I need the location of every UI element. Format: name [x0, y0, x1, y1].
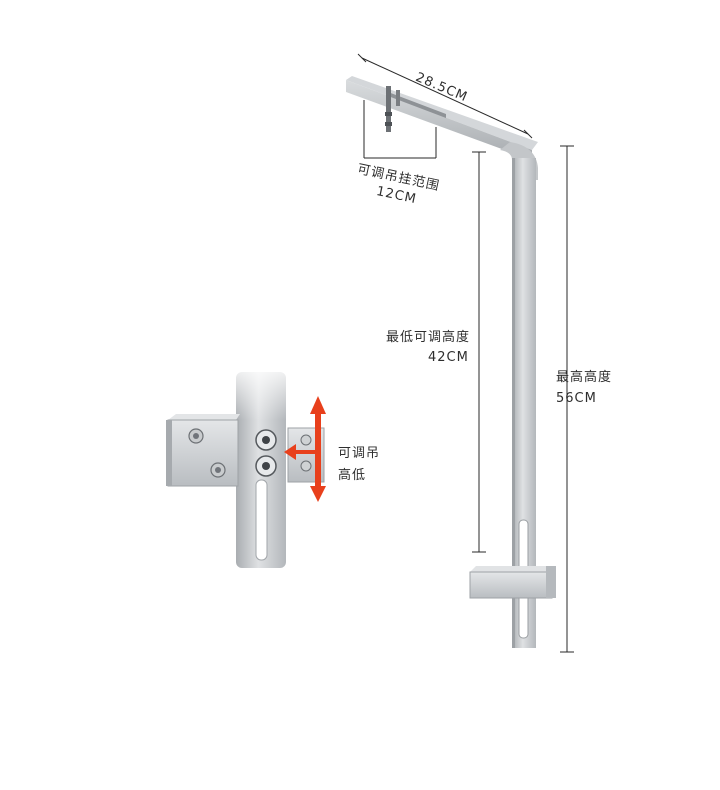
arrow-up-icon — [310, 396, 326, 414]
arrow-left-icon — [284, 444, 296, 460]
min-height-value: 42CM — [428, 350, 469, 365]
bracket-top-arm-face — [346, 80, 532, 160]
width-dimension-line — [361, 57, 529, 135]
glass-clamp-block — [469, 566, 556, 599]
min-height-title: 最低可调高度 — [386, 330, 471, 345]
max-height-title: 最高高度 — [556, 370, 613, 385]
arrow-down-icon — [310, 486, 326, 502]
max-height-value: 56CM — [556, 391, 597, 406]
top-arm-slot — [388, 92, 446, 118]
adjust-arrows — [284, 396, 326, 502]
hanging-bracket — [346, 76, 556, 648]
hanging-rod — [385, 86, 400, 132]
detail-left-block — [167, 419, 239, 487]
detail-closeup — [166, 360, 326, 568]
dimension-lines — [357, 53, 574, 653]
adjust-label-line1: 可调吊 — [338, 446, 381, 461]
adjust-label-line2: 高低 — [338, 468, 367, 483]
horizontal-arrow-shaft — [292, 450, 318, 454]
detail-screws — [188, 428, 312, 478]
